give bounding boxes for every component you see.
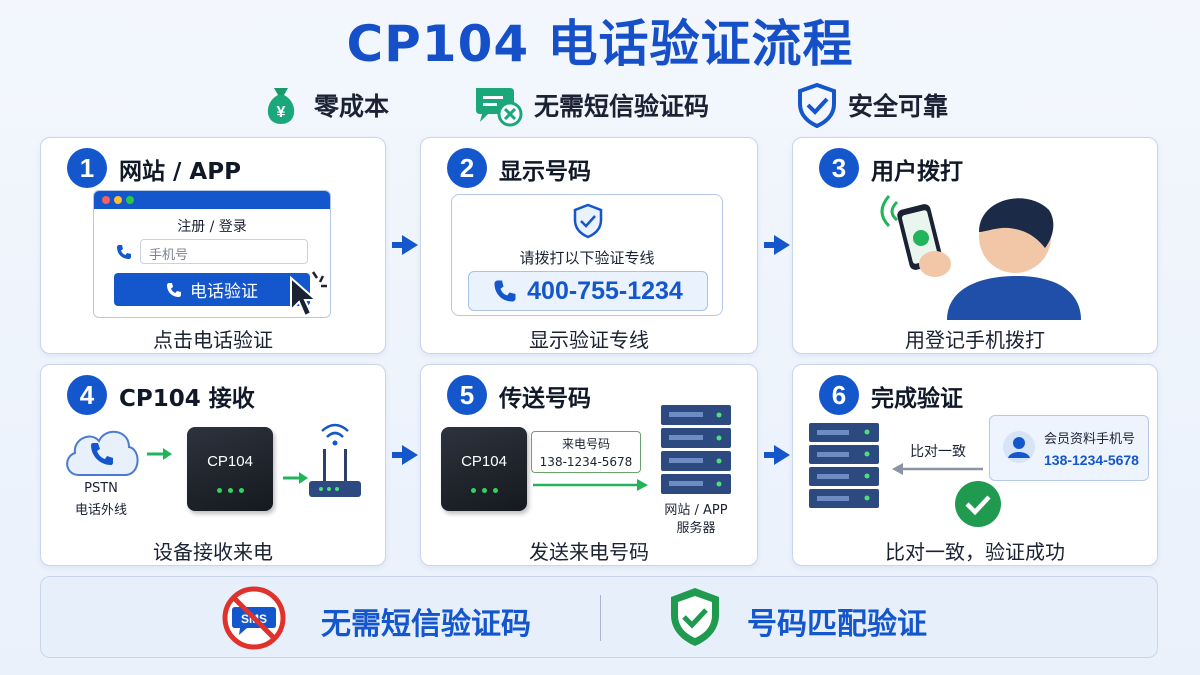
browser-dot-yellow (114, 196, 122, 204)
flow-arrow-icon (764, 445, 790, 465)
shield-check-icon (671, 588, 719, 646)
hotline-number-text: 400-755-1234 (527, 276, 683, 305)
router-icon (309, 423, 361, 497)
pstn-label: PSTN (84, 481, 118, 496)
mouse-cursor-icon (290, 271, 327, 318)
device-leds (441, 478, 527, 497)
flow-arrow-icon (764, 235, 790, 255)
message-block-icon (476, 88, 523, 127)
step-card-5: 5 传送号码 CP104 来电号码 138-1234-5678 网站 / APP… (420, 364, 758, 566)
phone-verify-label: 电话验证 (190, 282, 258, 302)
step-caption: 设备接收来电 (153, 540, 273, 564)
bottom-banner: SMS 无需短信验证码 号码匹配验证 (40, 576, 1158, 658)
device-leds (187, 478, 273, 497)
phone-verify-button[interactable]: 电话验证 (114, 273, 310, 306)
hotline-number: 400-755-1234 (468, 271, 708, 311)
phone-number-input[interactable]: 手机号 (140, 239, 308, 264)
page-title: CP104 电话验证流程 (346, 15, 854, 73)
browser-dot-red (102, 196, 110, 204)
compare-label: 比对一致 (910, 444, 966, 460)
step-caption: 点击电话验证 (153, 328, 273, 352)
step-title: 网站 / APP (119, 159, 241, 185)
banner-divider (600, 595, 601, 641)
flow-arrow-icon (392, 235, 418, 255)
step-caption: 显示验证专线 (529, 328, 649, 352)
notice-text: 请拨打以下验证专线 (519, 249, 655, 267)
step-card-3: 3 用户拨打 用登记手机拨打 (792, 137, 1158, 354)
verification-notice: 请拨打以下验证专线 400-755-1234 (451, 194, 723, 316)
caller-id-label: 来电号码 (561, 437, 610, 451)
step-caption: 比对一致，验证成功 (885, 540, 1065, 564)
green-long-arrow-icon (533, 479, 648, 491)
server-stack-icon (661, 405, 731, 494)
compare-arrow-icon (892, 463, 983, 475)
step-number: 5 (447, 375, 487, 415)
step-title: 用户拨打 (871, 159, 963, 185)
flow-arrow-icon (392, 445, 418, 465)
feature-no-sms: 无需短信验证码 (472, 80, 709, 130)
caller-id-number: 138-1234-5678 (539, 455, 633, 469)
step-card-1: 1 网站 / APP 注册 / 登录 手机号 电话验证 点击电话验证 (40, 137, 386, 354)
step-number: 6 (819, 375, 859, 415)
server-stack-icon (809, 423, 879, 508)
step-number: 2 (447, 148, 487, 188)
step-card-2: 2 显示号码 请拨打以下验证专线 400-755-1234 显示验证专线 (420, 137, 758, 354)
member-record-box: 会员资料手机号 138-1234-5678 (989, 415, 1149, 481)
bottom-number-match-label: 号码匹配验证 (747, 607, 927, 642)
feature-label: 零成本 (314, 92, 390, 121)
phone-icon (494, 280, 516, 302)
login-label: 注册 / 登录 (177, 219, 247, 235)
device-label: CP104 (461, 453, 507, 470)
caller-id-box: 来电号码 138-1234-5678 (531, 431, 641, 473)
server-sublabel: 服务器 (676, 521, 716, 536)
user-calling-illustration (880, 195, 1081, 320)
step-number: 1 (67, 148, 107, 188)
browser-dot-green (126, 196, 134, 204)
step-title: CP104 接收 (119, 386, 255, 412)
pstn-sublabel: 电话外线 (74, 503, 127, 518)
green-arrow-icon (283, 472, 308, 484)
step-caption: 用登记手机拨打 (905, 328, 1045, 352)
step-number: 4 (67, 375, 107, 415)
feature-label: 安全可靠 (848, 92, 949, 121)
step-card-4: 4 CP104 接收 PSTN 电话外线 CP104 设备接收来电 (40, 364, 386, 566)
member-record-number: 138-1234-5678 (1044, 452, 1139, 468)
bottom-no-sms-label: 无需短信验证码 (321, 607, 531, 642)
cloud-phone-icon (66, 431, 139, 476)
phone-icon (117, 245, 131, 259)
feature-zero-cost: ¥ 零成本 (258, 80, 389, 130)
cp104-device: CP104 (187, 427, 273, 511)
success-check-icon (955, 481, 1001, 527)
server-label: 网站 / APP (664, 503, 728, 518)
feature-label: 无需短信验证码 (534, 92, 710, 121)
cp104-device: CP104 (441, 427, 527, 511)
green-arrow-icon (147, 448, 172, 460)
phone-icon (167, 282, 181, 297)
svg-text:¥: ¥ (277, 104, 286, 121)
browser-titlebar (94, 191, 330, 209)
device-label: CP104 (207, 453, 253, 470)
money-bag-icon: ¥ (267, 88, 295, 124)
user-avatar-icon (1003, 431, 1035, 463)
no-sms-icon: SMS (222, 586, 286, 650)
step-title: 显示号码 (499, 159, 591, 185)
step-card-6: 6 完成验证 比对一致 会员资料手机号 138-1234-5678 比对一致，验… (792, 364, 1158, 566)
feature-secure: 安全可靠 (796, 80, 948, 130)
member-record-label: 会员资料手机号 (1044, 432, 1136, 447)
step-title: 传送号码 (499, 386, 591, 412)
shield-check-icon (798, 82, 836, 128)
step-number: 3 (819, 148, 859, 188)
shield-check-icon (573, 203, 603, 239)
step-title: 完成验证 (871, 386, 963, 412)
browser-window: 注册 / 登录 手机号 电话验证 (93, 190, 331, 318)
step-caption: 发送来电号码 (529, 540, 649, 564)
